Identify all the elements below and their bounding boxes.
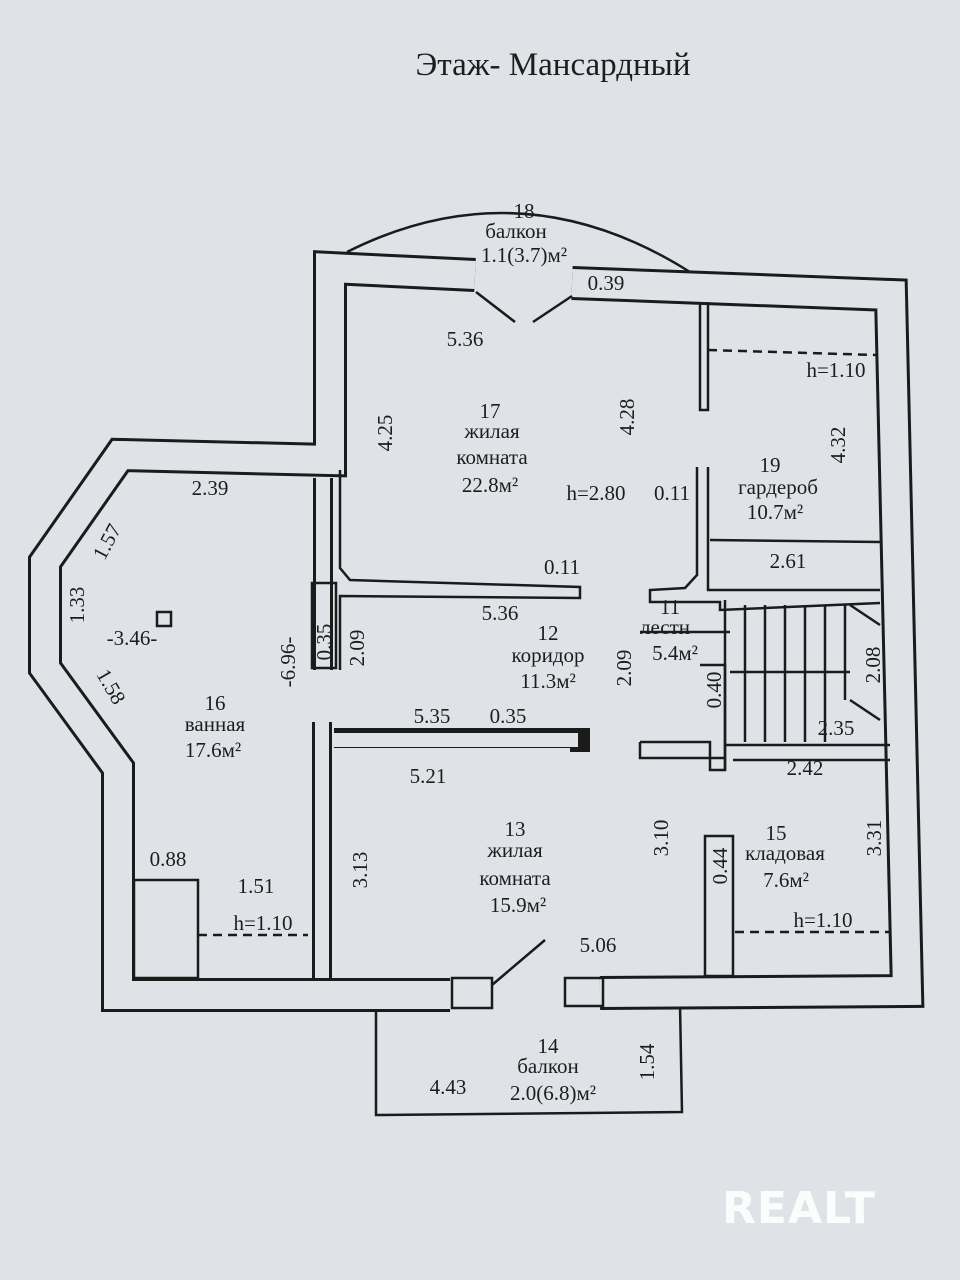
- svg-text:-3.46-: -3.46-: [107, 626, 158, 650]
- svg-text:11.3м²: 11.3м²: [520, 669, 576, 693]
- svg-text:19: 19: [760, 453, 781, 477]
- svg-text:гардероб: гардероб: [738, 475, 818, 499]
- svg-text:5.35: 5.35: [414, 704, 451, 728]
- svg-text:кладовая: кладовая: [745, 841, 825, 865]
- svg-text:5.4м²: 5.4м²: [652, 641, 698, 665]
- svg-text:16: 16: [205, 691, 226, 715]
- svg-text:балкон: балкон: [485, 219, 547, 243]
- svg-text:1.51: 1.51: [238, 874, 275, 898]
- svg-text:h=1.10: h=1.10: [793, 908, 852, 932]
- svg-text:3.31: 3.31: [862, 820, 886, 857]
- svg-text:0.88: 0.88: [150, 847, 187, 871]
- room-16-label: -3.46- 16 ванная 17.6м²: [107, 626, 246, 762]
- svg-text:0.11: 0.11: [544, 555, 580, 579]
- svg-text:h=1.10: h=1.10: [806, 358, 865, 382]
- svg-text:1.1(3.7)м²: 1.1(3.7)м²: [481, 243, 567, 267]
- svg-text:13: 13: [505, 817, 526, 841]
- room-12-label: 12 коридор 11.3м²: [511, 621, 584, 693]
- svg-text:h=1.10: h=1.10: [233, 911, 292, 935]
- svg-text:17.6м²: 17.6м²: [185, 738, 241, 762]
- door-leaf: [475, 291, 516, 323]
- drain-icon: [155, 610, 173, 628]
- balcony-14-outline: [374, 1004, 684, 1117]
- room-19-label: 19 гардероб 10.7м²: [738, 453, 818, 524]
- door-jamb: [563, 976, 605, 1008]
- svg-text:2.09: 2.09: [612, 650, 636, 687]
- svg-text:2.08: 2.08: [861, 647, 885, 684]
- svg-text:17: 17: [480, 399, 501, 423]
- svg-text:5.21: 5.21: [410, 764, 447, 788]
- svg-text:18: 18: [514, 199, 535, 223]
- dimension-labels: 0.39 5.36 h=1.10 4.25 4.28 4.32 2.39 0.1…: [65, 271, 886, 1099]
- svg-text:0.39: 0.39: [588, 271, 625, 295]
- svg-text:4.28: 4.28: [615, 399, 639, 436]
- svg-text:15.9м²: 15.9м²: [490, 893, 546, 917]
- svg-text:4.43: 4.43: [430, 1075, 467, 1099]
- svg-text:4.32: 4.32: [826, 427, 850, 464]
- realt-watermark-logo: REALT: [722, 1183, 876, 1234]
- svg-text:лестн: лестн: [640, 615, 690, 639]
- staircase: [640, 603, 881, 742]
- svg-text:комната: комната: [456, 445, 528, 469]
- svg-text:0.44: 0.44: [708, 847, 732, 884]
- svg-text:1.54: 1.54: [635, 1043, 659, 1080]
- svg-text:0.35: 0.35: [312, 624, 336, 661]
- svg-text:1.58: 1.58: [91, 665, 130, 709]
- svg-text:12: 12: [538, 621, 559, 645]
- svg-text:жилая: жилая: [463, 419, 520, 443]
- room-14-label: 14 балкон 2.0(6.8)м²: [510, 1034, 596, 1105]
- svg-text:10.7м²: 10.7м²: [747, 500, 803, 524]
- svg-text:5.36: 5.36: [482, 601, 519, 625]
- svg-text:1.33: 1.33: [65, 587, 89, 624]
- room-15-label: 15 кладовая 7.6м²: [745, 821, 825, 892]
- balcony-18-outline: [346, 211, 691, 274]
- svg-text:балкон: балкон: [517, 1054, 579, 1078]
- height-line: [707, 348, 877, 357]
- svg-text:14: 14: [538, 1034, 560, 1058]
- svg-text:2.09: 2.09: [345, 630, 369, 667]
- svg-text:0.40: 0.40: [702, 672, 726, 709]
- room-18-label: 18 балкон 1.1(3.7)м²: [481, 199, 567, 267]
- svg-text:1.57: 1.57: [88, 520, 126, 564]
- svg-text:4.25: 4.25: [373, 415, 397, 452]
- svg-text:0.35: 0.35: [490, 704, 527, 728]
- svg-text:жилая: жилая: [486, 838, 543, 862]
- svg-text:0.11: 0.11: [654, 481, 690, 505]
- outer-walls: [28, 250, 925, 1012]
- svg-text:11: 11: [660, 595, 680, 619]
- svg-text:15: 15: [766, 821, 787, 845]
- door-leaf: [491, 939, 546, 986]
- svg-text:ванная: ванная: [185, 712, 246, 736]
- svg-text:7.6м²: 7.6м²: [763, 868, 809, 892]
- svg-text:коридор: коридор: [511, 643, 584, 667]
- door-leaf: [532, 294, 573, 324]
- interior-walls: [132, 302, 890, 980]
- room-13-label: 13 жилая комната 15.9м²: [479, 817, 551, 917]
- svg-text:5.36: 5.36: [447, 327, 484, 351]
- svg-text:2.39: 2.39: [192, 476, 229, 500]
- room-17-label: 17 жилая комната 22.8м² h=2.80: [456, 399, 625, 505]
- svg-text:2.35: 2.35: [818, 716, 855, 740]
- door-jamb: [450, 976, 494, 1010]
- svg-text:2.42: 2.42: [787, 756, 824, 780]
- svg-text:2.0(6.8)м²: 2.0(6.8)м²: [510, 1081, 596, 1105]
- svg-text:3.10: 3.10: [649, 820, 673, 857]
- svg-text:комната: комната: [479, 866, 551, 890]
- svg-text:2.61: 2.61: [770, 549, 807, 573]
- room-11-label: 11 лестн 5.4м²: [640, 595, 698, 665]
- svg-text:3.13: 3.13: [348, 852, 372, 889]
- floor-title: Этаж- Мансардный: [416, 47, 691, 83]
- svg-text:h=2.80: h=2.80: [566, 481, 625, 505]
- svg-text:5.06: 5.06: [580, 933, 617, 957]
- svg-text:-6.96-: -6.96-: [276, 637, 300, 688]
- svg-text:22.8м²: 22.8м²: [462, 473, 518, 497]
